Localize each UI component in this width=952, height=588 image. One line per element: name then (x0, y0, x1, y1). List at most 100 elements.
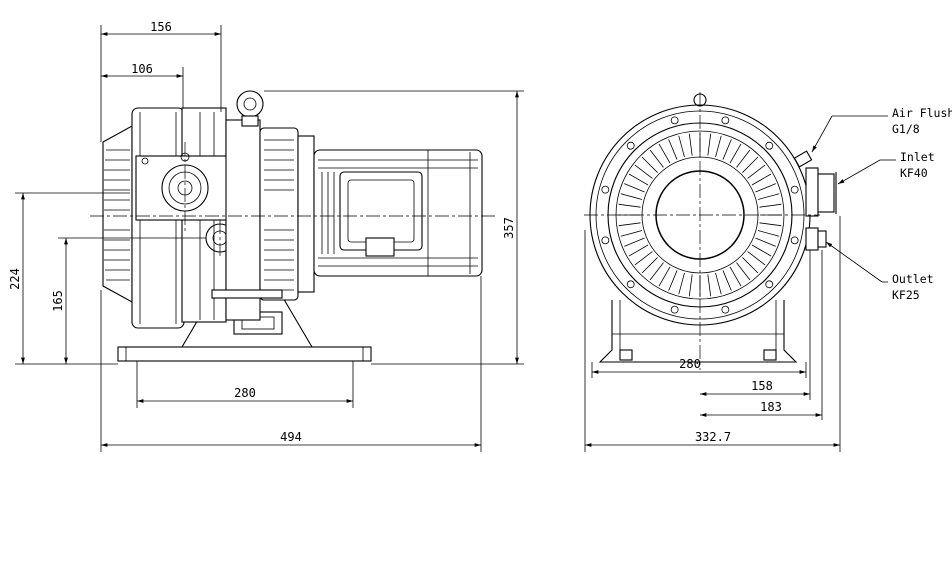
radial-fin (624, 183, 645, 193)
radial-fin (751, 244, 772, 257)
radial-fin (742, 156, 759, 173)
front-bolt-holes (601, 116, 799, 314)
radial-fin (729, 266, 742, 287)
side-dimensions: 156 106 357 224 165 280 494 (8, 20, 524, 452)
dim-332-7: 332.7 (695, 430, 731, 444)
bolt-hole (790, 185, 799, 194)
side-fan-cover (102, 125, 133, 303)
radial-fin (688, 133, 693, 156)
radial-fin (755, 237, 776, 247)
side-motor-fins (318, 159, 478, 267)
radial-fin (707, 133, 712, 156)
side-connector-block (135, 155, 237, 221)
front-bolt-left (619, 349, 633, 361)
radial-fin (747, 251, 766, 266)
air-flush-label: Air Flush (892, 106, 952, 120)
radial-fin (668, 139, 678, 160)
bolt-hole (765, 280, 774, 289)
front-air-flush-port (793, 150, 813, 168)
radial-fin (688, 274, 693, 297)
radial-fin (634, 251, 653, 266)
radial-fin (634, 164, 653, 179)
radial-fin (678, 135, 685, 158)
side-motor-foot (211, 289, 283, 299)
front-bolt-right (763, 349, 777, 361)
side-motor-flange (297, 135, 315, 293)
bolt-hole (601, 236, 610, 245)
inlet-spec: KF40 (900, 166, 928, 180)
radial-fin (628, 244, 649, 257)
callouts: Air Flush G1/8 Inlet KF40 Outlet KF25 (811, 106, 952, 302)
dim-280-side: 280 (234, 386, 256, 400)
radial-fin (707, 274, 712, 297)
dim-158: 158 (751, 379, 773, 393)
outlet-label: Outlet (892, 272, 934, 286)
front-outlet-flange (817, 230, 827, 248)
side-fan-fins (104, 149, 130, 281)
radial-fin (658, 266, 671, 287)
front-dimensions: 280 158 183 332.7 (584, 216, 841, 452)
radial-fin (715, 272, 722, 295)
radial-fin (715, 135, 722, 158)
side-lifting-eye (236, 90, 264, 118)
radial-fin (757, 193, 780, 200)
front-outlet-body (805, 227, 819, 251)
radial-fin (751, 173, 772, 186)
radial-fin (649, 149, 664, 168)
front-radial-fins (618, 133, 782, 297)
radial-fin (759, 203, 782, 208)
outlet-spec: KF25 (892, 288, 920, 302)
front-inlet-body (805, 167, 819, 217)
bolt-hole (626, 141, 635, 150)
radial-fin (618, 222, 641, 227)
dim-280-front: 280 (679, 357, 701, 371)
front-inlet-flange (817, 173, 835, 213)
dim-165: 165 (51, 290, 65, 312)
radial-fin (678, 272, 685, 295)
bolt-hole (721, 116, 730, 125)
bolt-hole (721, 305, 730, 314)
radial-fin (729, 143, 742, 164)
front-support-bracket (598, 300, 798, 363)
side-finned-adapter (259, 127, 299, 301)
radial-fin (722, 139, 732, 160)
side-base-plate (117, 346, 372, 362)
radial-fin (757, 230, 780, 237)
radial-fin (618, 203, 641, 208)
side-cable-gland (365, 237, 395, 257)
front-view (589, 93, 837, 363)
radial-fin (755, 183, 776, 193)
radial-fin (736, 262, 751, 281)
side-motor-vertical-fins (321, 172, 335, 254)
dim-494: 494 (280, 430, 302, 444)
bolt-hole (765, 141, 774, 150)
radial-fin (668, 270, 678, 291)
bolt-hole (626, 280, 635, 289)
radial-fin (628, 173, 649, 186)
radial-fin (641, 257, 658, 274)
bolt-hole (670, 116, 679, 125)
dim-106: 106 (131, 62, 153, 76)
inlet-label: Inlet (900, 150, 935, 164)
dim-224: 224 (8, 268, 22, 290)
bolt-hole (670, 305, 679, 314)
dim-183: 183 (760, 400, 782, 414)
air-flush-spec: G1/8 (892, 122, 920, 136)
bolt-hole (790, 236, 799, 245)
side-adapter-fins (264, 139, 294, 291)
dim-357: 357 (502, 217, 516, 239)
radial-fin (658, 143, 671, 164)
radial-fin (736, 149, 751, 168)
radial-fin (759, 222, 782, 227)
radial-fin (620, 193, 643, 200)
radial-fin (624, 237, 645, 247)
radial-fin (620, 230, 643, 237)
radial-fin (649, 262, 664, 281)
radial-fin (641, 156, 658, 173)
radial-fin (742, 257, 759, 274)
radial-fin (747, 164, 766, 179)
side-view (102, 90, 483, 362)
dim-156: 156 (150, 20, 172, 34)
radial-fin (722, 270, 732, 291)
